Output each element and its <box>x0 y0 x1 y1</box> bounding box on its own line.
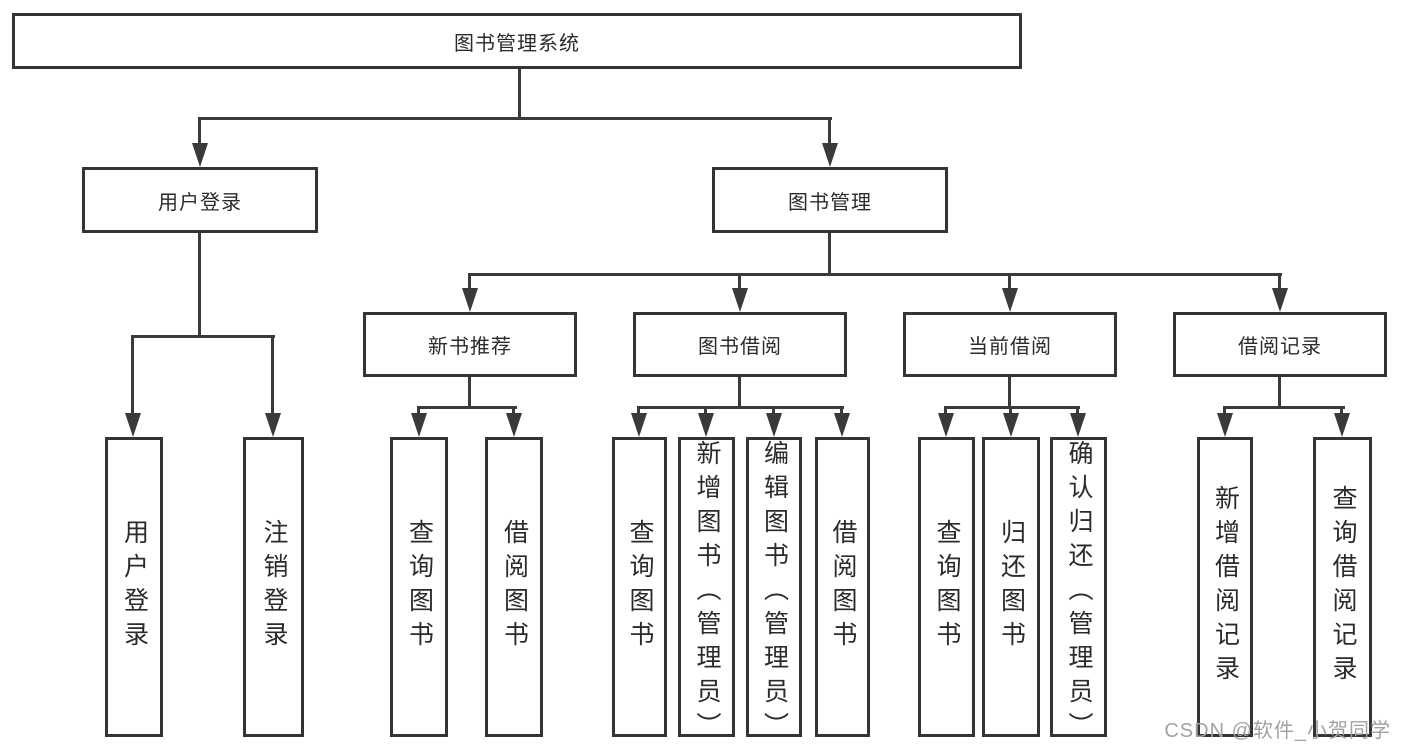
connector-drop-c2 <box>704 406 707 416</box>
connector-drop-current <box>1008 273 1011 291</box>
connector-drop-d2 <box>1009 406 1012 416</box>
connector-records-rail <box>1223 406 1345 409</box>
node-book-borrow: 图书借阅 <box>633 312 847 377</box>
leaf-add-book-admin-label: 新增图书（管理员） <box>693 440 721 746</box>
leaf-borrow-books-recommend-label: 借阅图书 <box>500 519 529 655</box>
leaf-query-books-borrow: 查询图书 <box>612 437 667 737</box>
arrowhead-b2 <box>506 413 522 437</box>
arrowhead-current <box>1002 288 1018 312</box>
node-borrow-records: 借阅记录 <box>1173 312 1387 377</box>
leaf-query-books-current: 查询图书 <box>918 437 975 737</box>
leaf-confirm-return-admin-label: 确认归还（管理员） <box>1065 440 1093 746</box>
arrowhead-user-login <box>192 143 208 167</box>
connector-drop-records <box>1278 273 1281 291</box>
connector-bookmgmt-stem <box>828 233 831 276</box>
leaf-user-login-label: 用户登录 <box>120 519 149 655</box>
arrowhead-d2 <box>1003 413 1019 437</box>
connector-drop-e1 <box>1223 406 1226 416</box>
arrowhead-d1 <box>938 413 954 437</box>
connector-drop-borrow <box>738 273 741 291</box>
arrowhead-records <box>1272 288 1288 312</box>
arrowhead-recommend <box>462 288 478 312</box>
connector-drop-e2 <box>1340 406 1343 416</box>
node-new-book-recommend-label: 新书推荐 <box>428 336 512 358</box>
arrowhead-e2 <box>1334 413 1350 437</box>
node-current-borrow-label: 当前借阅 <box>968 336 1052 358</box>
connector-drop-leaf-login <box>131 335 134 415</box>
node-user-login: 用户登录 <box>82 167 318 233</box>
connector-bookmgmt-rail <box>468 273 1282 276</box>
connector-drop-c1 <box>637 406 640 416</box>
arrowhead-book-management <box>822 143 838 167</box>
leaf-add-borrow-record: 新增借阅记录 <box>1197 437 1253 737</box>
leaf-return-book: 归还图书 <box>982 437 1040 737</box>
connector-drop-d1 <box>944 406 947 416</box>
arrowhead-c4 <box>834 413 850 437</box>
leaf-borrow-books-borrow-label: 借阅图书 <box>829 519 857 655</box>
leaf-confirm-return-admin: 确认归还（管理员） <box>1050 437 1107 746</box>
connector-drop-leaf-logout <box>271 335 274 415</box>
arrowhead-borrow <box>732 288 748 312</box>
connector-root-stem <box>518 69 521 120</box>
leaf-add-book-admin: 新增图书（管理员） <box>678 437 735 746</box>
connector-current-rail <box>944 406 1080 409</box>
connector-borrow-stem <box>738 377 741 409</box>
connector-userlogin-rail <box>131 335 275 338</box>
leaf-return-book-label: 归还图书 <box>997 519 1026 655</box>
watermark: CSDN @软件_小贺同学 <box>1164 720 1391 742</box>
arrowhead-leaf-logout <box>265 413 281 437</box>
node-book-management-label: 图书管理 <box>788 191 872 214</box>
connector-current-stem <box>1008 377 1011 409</box>
leaf-query-books-borrow-label: 查询图书 <box>626 519 654 655</box>
connector-drop-c3 <box>772 406 775 416</box>
leaf-logout-label: 注销登录 <box>260 519 288 655</box>
node-borrow-records-label: 借阅记录 <box>1238 336 1322 358</box>
connector-userlogin-stem <box>198 233 201 338</box>
leaf-logout: 注销登录 <box>243 437 304 737</box>
arrowhead-c3 <box>766 413 782 437</box>
connector-drop-book-management <box>828 117 831 147</box>
connector-root-rail <box>198 117 832 120</box>
connector-borrow-rail <box>637 406 844 409</box>
node-current-borrow: 当前借阅 <box>903 312 1117 377</box>
leaf-query-borrow-record-label: 查询借阅记录 <box>1329 485 1357 689</box>
leaf-query-books-recommend-label: 查询图书 <box>405 519 434 655</box>
arrowhead-leaf-login <box>125 413 141 437</box>
leaf-borrow-books-recommend: 借阅图书 <box>485 437 543 737</box>
connector-drop-recommend <box>468 273 471 291</box>
connector-drop-d3 <box>1076 406 1079 416</box>
node-root: 图书管理系统 <box>12 13 1022 69</box>
leaf-query-books-current-label: 查询图书 <box>933 519 961 655</box>
leaf-query-books-recommend: 查询图书 <box>390 437 448 737</box>
node-root-label: 图书管理系统 <box>454 32 580 55</box>
leaf-borrow-books-borrow: 借阅图书 <box>815 437 870 737</box>
connector-drop-b2 <box>512 406 515 416</box>
arrowhead-e1 <box>1217 413 1233 437</box>
connector-recommend-stem <box>468 377 471 409</box>
arrowhead-d3 <box>1070 413 1086 437</box>
arrowhead-c2 <box>698 413 714 437</box>
connector-drop-b1 <box>417 406 420 416</box>
node-user-login-label: 用户登录 <box>158 191 242 214</box>
node-book-borrow-label: 图书借阅 <box>698 336 782 358</box>
node-book-management: 图书管理 <box>712 167 948 233</box>
leaf-edit-book-admin: 编辑图书（管理员） <box>746 437 802 746</box>
leaf-query-borrow-record: 查询借阅记录 <box>1313 437 1372 737</box>
arrowhead-c1 <box>631 413 647 437</box>
leaf-add-borrow-record-label: 新增借阅记录 <box>1211 485 1240 689</box>
connector-records-stem <box>1278 377 1281 409</box>
connector-drop-user-login <box>198 117 201 147</box>
connector-recommend-rail <box>417 406 517 409</box>
connector-drop-c4 <box>840 406 843 416</box>
leaf-edit-book-admin-label: 编辑图书（管理员） <box>760 440 789 746</box>
arrowhead-b1 <box>411 413 427 437</box>
node-new-book-recommend: 新书推荐 <box>363 312 577 377</box>
leaf-user-login: 用户登录 <box>105 437 163 737</box>
